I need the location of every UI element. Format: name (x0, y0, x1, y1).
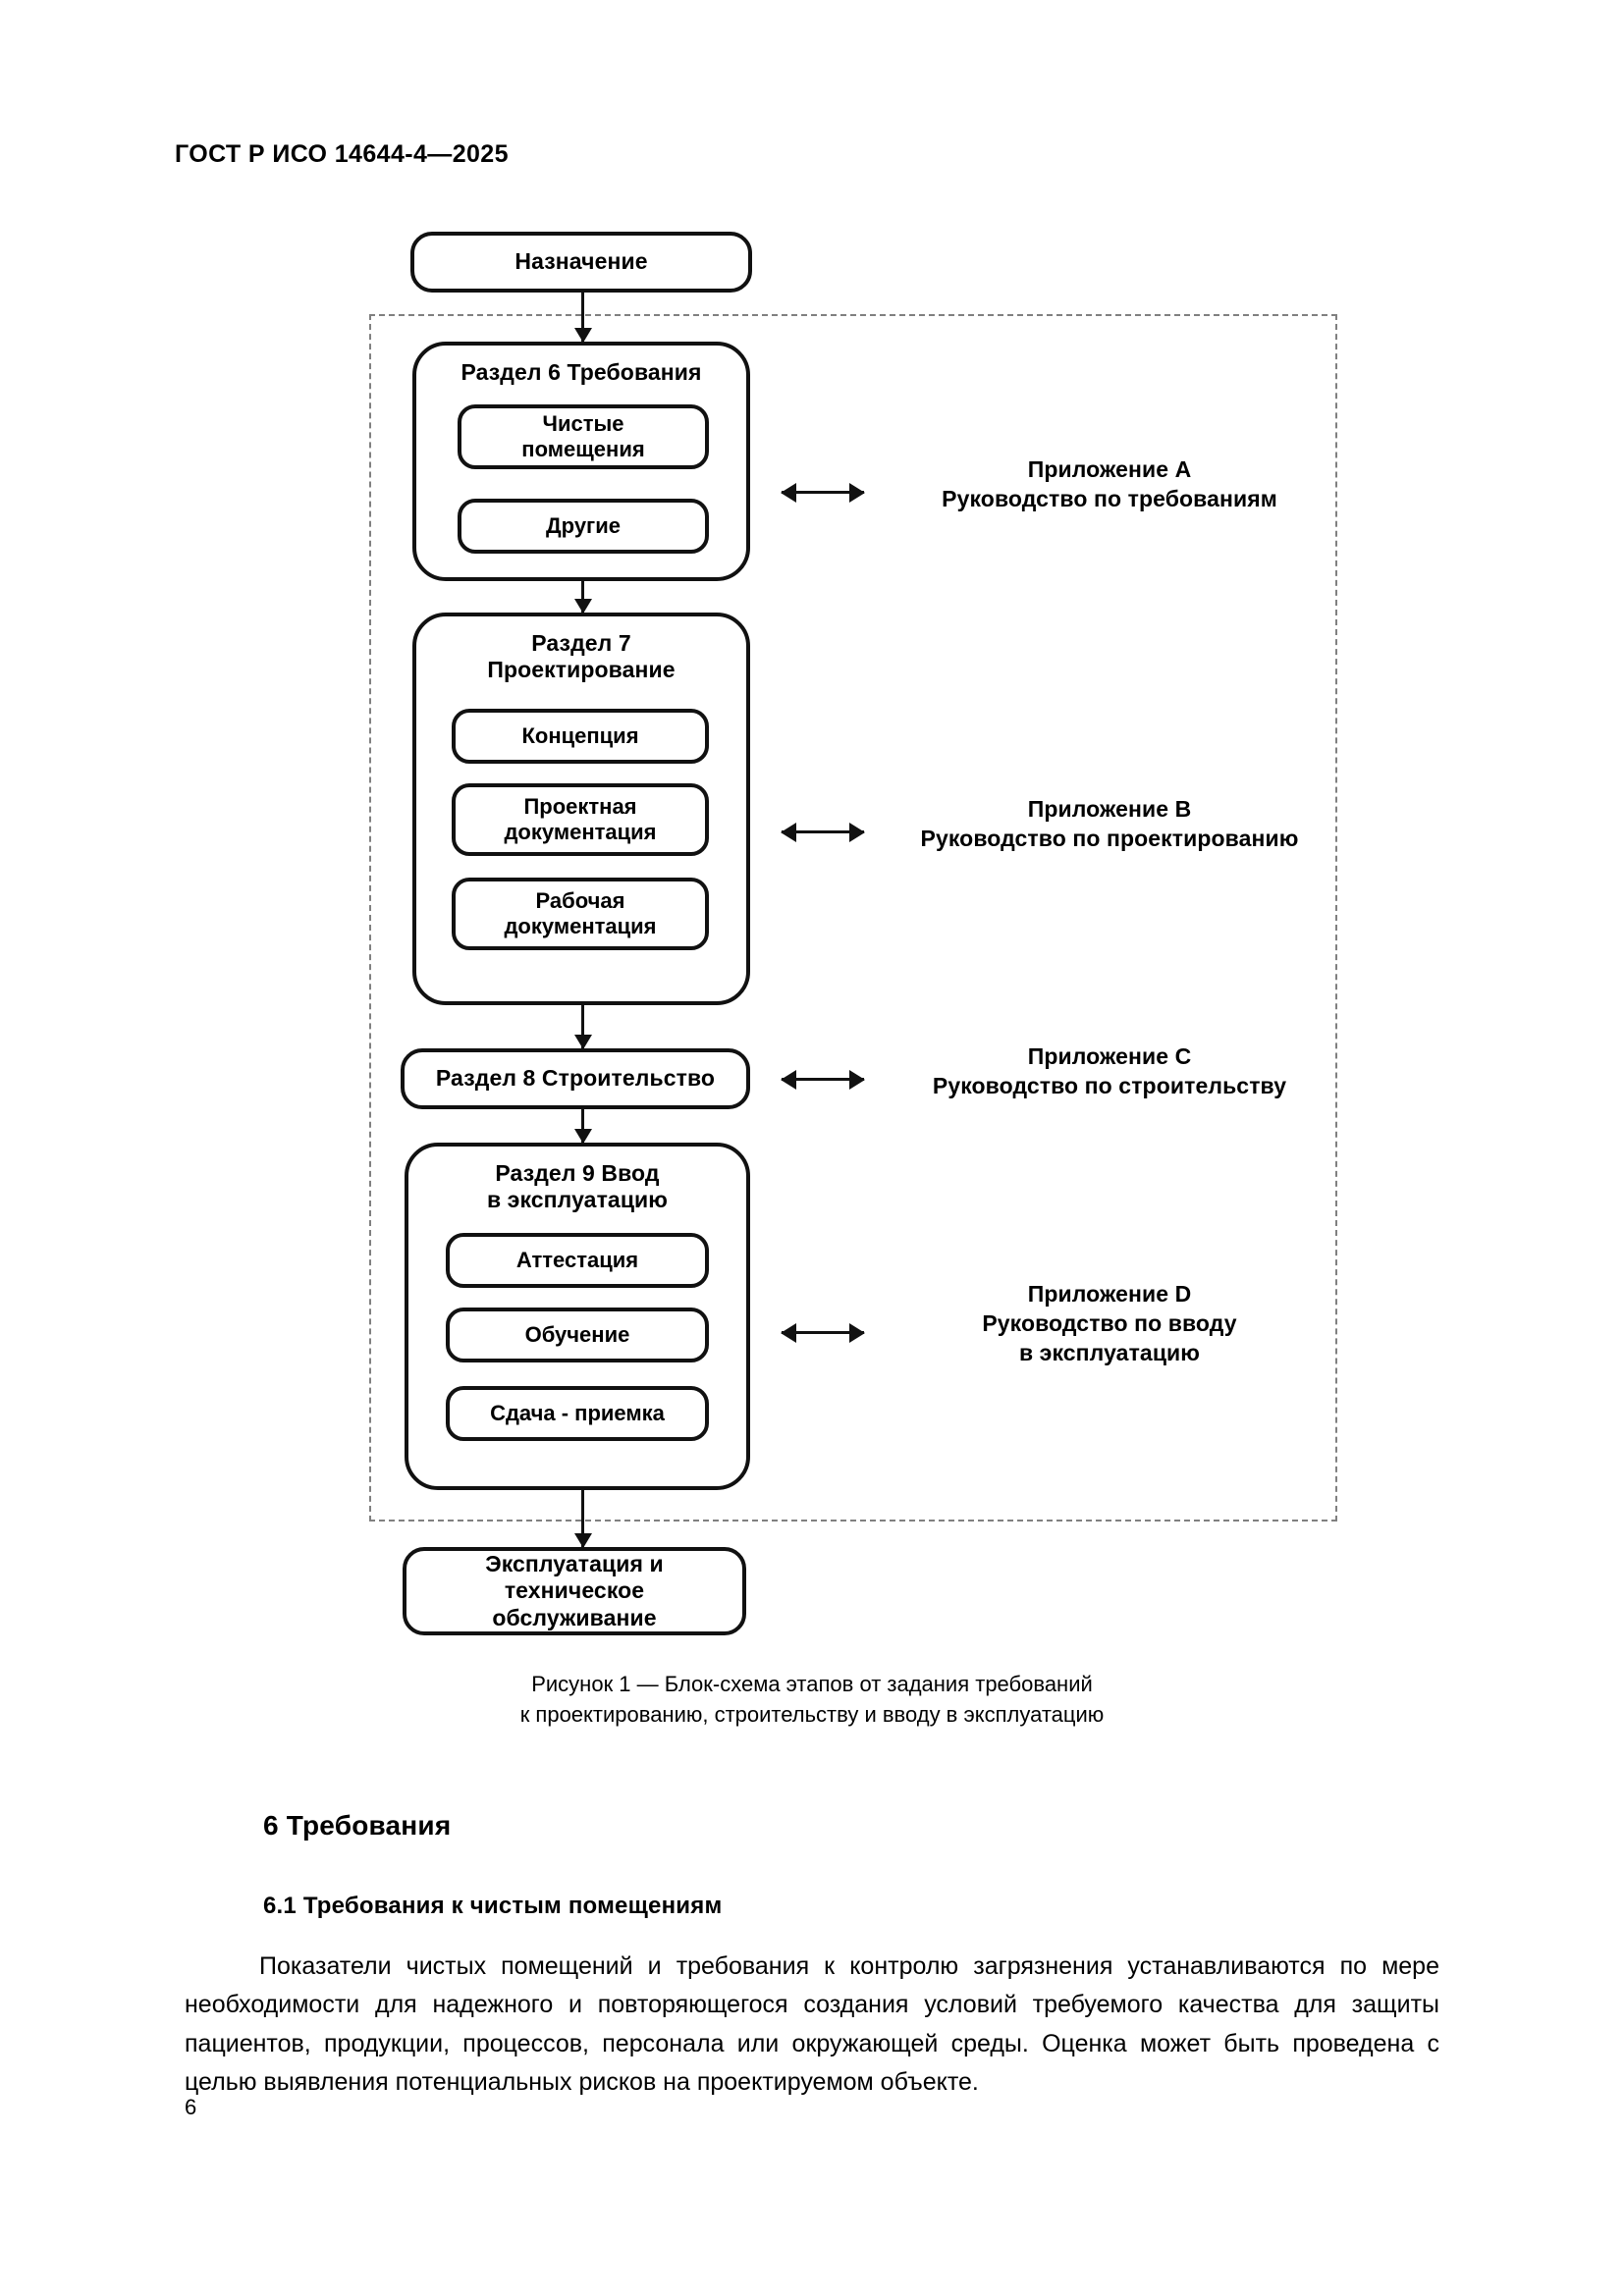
arrow-purpose-to-section6 (581, 293, 584, 342)
node-section-6-item-others-label: Другие (546, 513, 621, 539)
node-section-7-item-working-documentation: Рабочая документация (452, 878, 709, 950)
node-section-6-title: Раздел 6 Требования (460, 359, 702, 385)
node-section-9-item-qualification-label: Аттестация (515, 1248, 639, 1273)
annex-b-label: Приложение B Руководство по проектирован… (920, 796, 1299, 851)
node-section-9-item-qualification: Аттестация (446, 1233, 709, 1288)
annex-c-label: Приложение C Руководство по строительств… (932, 1043, 1287, 1098)
node-section-6-item-cleanrooms-label: Чистые помещения (521, 411, 645, 461)
node-section-9-item-handover-label: Сдача - приемка (490, 1401, 665, 1426)
node-section-8: Раздел 8 Строительство (401, 1048, 750, 1109)
section-heading-6: 6 Требования (263, 1810, 452, 1841)
node-section-7-title: Раздел 7 Проектирование (487, 630, 676, 683)
page-number: 6 (185, 2095, 197, 2119)
node-section-8-label: Раздел 8 Строительство (435, 1065, 716, 1092)
node-purpose-label: Назначение (514, 248, 648, 275)
node-section-7-item-concept-label: Концепция (521, 723, 639, 749)
annex-a-label: Приложение A Руководство по требованиям (942, 456, 1277, 511)
node-section-9-item-training-label: Обучение (524, 1322, 630, 1348)
node-purpose: Назначение (410, 232, 752, 293)
node-section-7-item-design-documentation: Проектная документация (452, 783, 709, 856)
figure-1-flowchart: Назначение Раздел 6 Требования Чистые по… (0, 0, 1624, 1757)
node-section-6-item-others: Другие (458, 499, 709, 554)
arrow-section7-to-section8 (581, 1005, 584, 1048)
node-section-6-item-cleanrooms: Чистые помещения (458, 404, 709, 469)
annex-d-label: Приложение D Руководство по вводу в эксп… (982, 1281, 1237, 1365)
node-section-7-item-concept: Концепция (452, 709, 709, 764)
node-section-9-item-handover: Сдача - приемка (446, 1386, 709, 1441)
node-section-9-title: Раздел 9 Ввод в эксплуатацию (486, 1160, 669, 1213)
node-section-7-item-design-documentation-label: Проектная документация (504, 794, 657, 844)
arrow-section7-to-annex-b (782, 830, 864, 833)
scope-dashed-boundary (369, 314, 1337, 1522)
page-header: ГОСТ Р ИСО 14644-4—2025 (175, 140, 509, 168)
section-6-1-paragraph: Показатели чистых помещений и требования… (185, 1952, 1439, 2096)
arrow-section8-to-section9 (581, 1109, 584, 1143)
arrow-section8-to-annex-c (782, 1078, 864, 1081)
section-heading-6-1: 6.1 Требования к чистым помещениям (263, 1893, 723, 1919)
arrow-section6-to-section7 (581, 581, 584, 613)
figure-caption: Рисунок 1 — Блок-схема этапов от задания… (519, 1672, 1105, 1728)
node-operation-and-maintenance-label: Эксплуатация и техническое обслуживание (485, 1551, 664, 1630)
node-section-7-item-working-documentation-label: Рабочая документация (504, 888, 657, 938)
arrow-section9-to-annex-d (782, 1331, 864, 1334)
arrow-section6-to-annex-a (782, 491, 864, 494)
node-section-9-item-training: Обучение (446, 1308, 709, 1362)
arrow-section9-to-operation (581, 1490, 584, 1547)
node-operation-and-maintenance: Эксплуатация и техническое обслуживание (403, 1547, 746, 1635)
